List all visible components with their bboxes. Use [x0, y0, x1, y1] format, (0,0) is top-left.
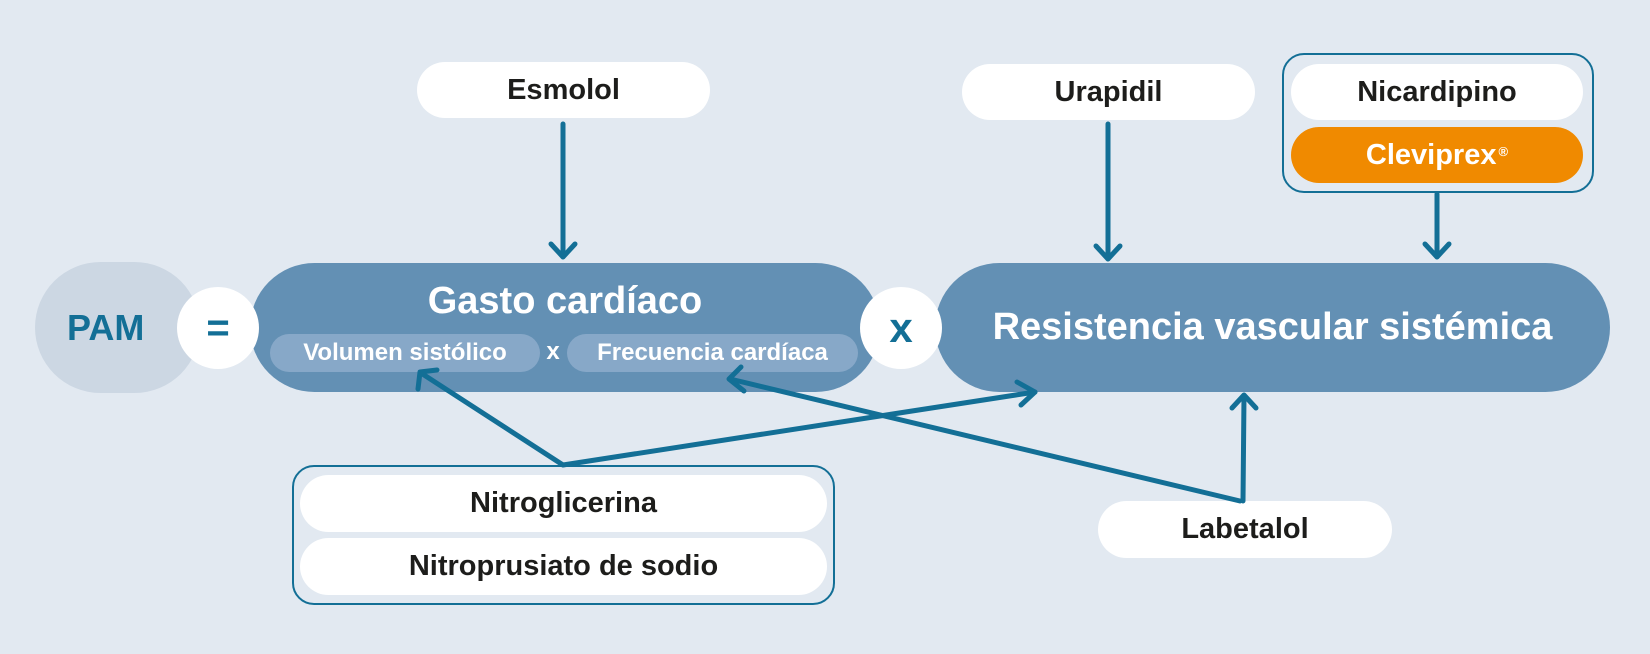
arrowhead-labetalol-frecuencia: [726, 364, 747, 394]
arrowhead-calcium-antagonists: [1422, 241, 1452, 260]
arrow-labetalol-frecuencia: [727, 376, 1243, 504]
volumen-sistolico-label: Volumen sistólico: [303, 339, 507, 366]
cleviprex-label: Cleviprex: [1365, 138, 1497, 171]
nicardipino-pill: Nicardipino: [1291, 64, 1583, 120]
nitroglicerina-pill: Nitroglicerina: [300, 475, 827, 532]
arrowhead-labetalol-resistencia: [1229, 392, 1259, 411]
equals-sign: =: [206, 305, 230, 350]
pam-label: PAM: [67, 306, 145, 348]
arrowhead-urapidil: [1093, 243, 1123, 262]
nitroglicerina-label: Nitroglicerina: [470, 487, 657, 519]
frecuencia-cardiaca-label: Frecuencia cardíaca: [597, 339, 828, 366]
esmolol-pill: Esmolol: [417, 62, 710, 118]
labetalol-pill: Labetalol: [1098, 501, 1392, 558]
urapidil-label: Urapidil: [1054, 75, 1163, 108]
arrowhead-nitrates-resistencia: [1014, 379, 1038, 408]
nitroprusiato-pill: Nitroprusiato de sodio: [300, 538, 827, 595]
resistencia-vascular-pill: Resistencia vascular sistémica: [935, 263, 1610, 392]
arrowhead-esmolol: [548, 241, 578, 260]
arrow-nitrates-volumen: [418, 370, 566, 468]
arrowhead-nitrates-volumen: [415, 367, 440, 392]
multiply-sign: x: [889, 304, 913, 351]
volumen-sistolico-pill: Volumen sistólico: [270, 334, 540, 372]
esmolol-label: Esmolol: [507, 73, 620, 106]
urapidil-pill: Urapidil: [962, 64, 1255, 120]
registered-mark: ®: [1498, 143, 1509, 159]
gasto-cardiaco-label: Gasto cardíaco: [427, 280, 703, 322]
frecuencia-cardiaca-pill: Frecuencia cardíaca: [567, 334, 858, 372]
equals-circle: =: [177, 287, 259, 369]
small-multiply-sign: x: [546, 338, 560, 365]
cleviprex-pill: Cleviprex®: [1291, 127, 1583, 183]
arrow-nitrates-resistencia: [560, 389, 1038, 468]
arrow-labetalol-resistencia: [1240, 393, 1247, 504]
nicardipino-label: Nicardipino: [1357, 75, 1517, 108]
nitroprusiato-label: Nitroprusiato de sodio: [408, 550, 719, 582]
pam-pill: PAM: [35, 262, 200, 393]
resistencia-vascular-label: Resistencia vascular sistémica: [992, 306, 1553, 348]
multiply-circle: x: [860, 287, 942, 369]
labetalol-label: Labetalol: [1181, 513, 1309, 545]
